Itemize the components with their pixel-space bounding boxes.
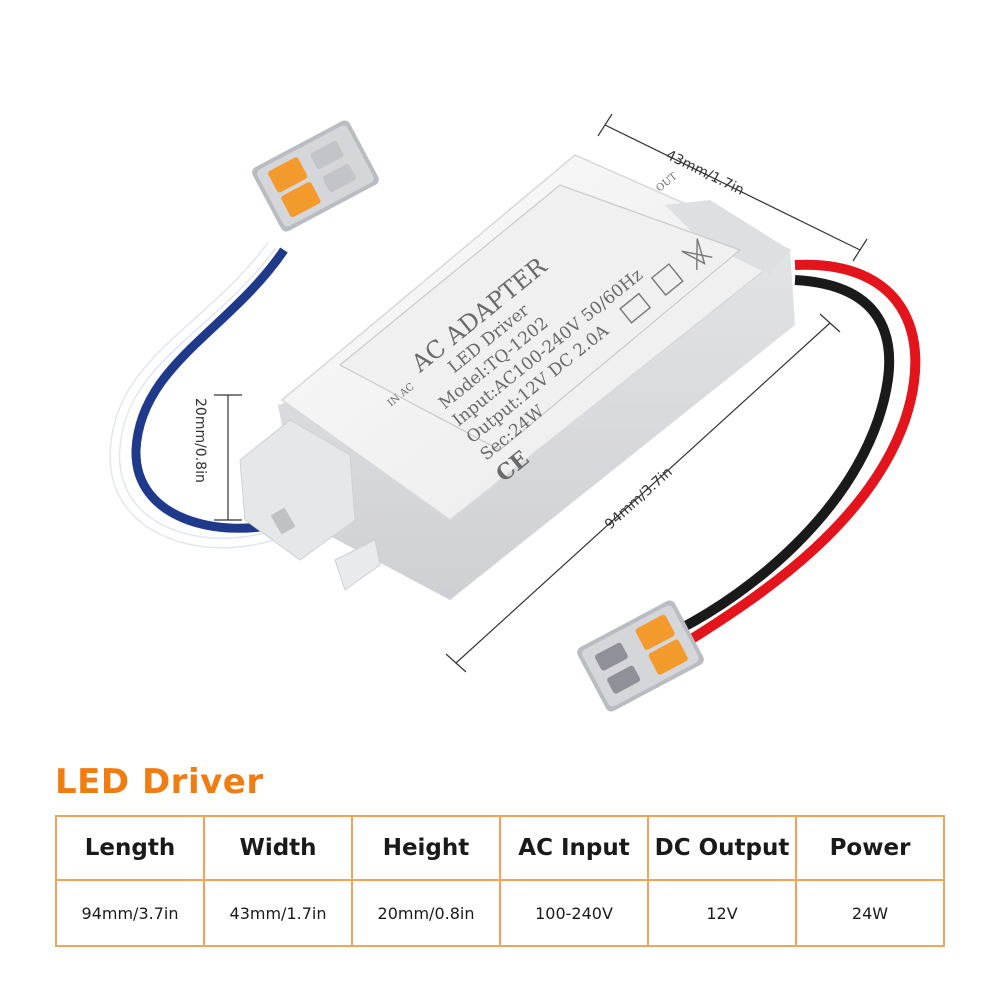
product-illustration: AC ADAPTER LED Driver Model:TQ-1202 Inpu… — [109, 113, 921, 712]
dimension-height: 20mm/0.8in — [192, 394, 242, 521]
spec-header-row: Length Width Height AC Input DC Output P… — [55, 815, 945, 881]
header-dc-output: DC Output — [647, 815, 797, 881]
value-width: 43mm/1.7in — [203, 879, 353, 947]
value-dc-output: 12V — [647, 879, 797, 947]
spec-value-row: 94mm/3.7in 43mm/1.7in 20mm/0.8in 100-240… — [55, 879, 945, 947]
value-power: 24W — [795, 879, 945, 947]
value-height: 20mm/0.8in — [351, 879, 501, 947]
terminal-out-label: OUT — [654, 171, 679, 194]
header-height: Height — [351, 815, 501, 881]
dimension-length-text: 94mm/3.7in — [602, 464, 676, 533]
product-label: AC ADAPTER LED Driver Model:TQ-1202 Inpu… — [338, 171, 742, 487]
value-length: 94mm/3.7in — [55, 879, 205, 947]
ac-input-wires — [109, 241, 288, 549]
header-width: Width — [203, 815, 353, 881]
spec-table: Length Width Height AC Input DC Output P… — [55, 815, 945, 947]
dimension-width-text: 43mm/1.7in — [663, 147, 746, 199]
weee-bin-icon — [681, 238, 713, 270]
value-ac-input: 100-240V — [499, 879, 649, 947]
dimension-height-text: 20mm/0.8in — [192, 398, 208, 483]
header-ac-input: AC Input — [499, 815, 649, 881]
spec-title: LED Driver — [55, 762, 264, 802]
certification-box-icon — [650, 263, 684, 296]
header-power: Power — [795, 815, 945, 881]
certification-house-icon — [619, 292, 652, 324]
dc-output-wires — [675, 259, 921, 645]
header-length: Length — [55, 815, 205, 881]
output-connector — [577, 600, 704, 712]
input-connector — [252, 120, 379, 232]
